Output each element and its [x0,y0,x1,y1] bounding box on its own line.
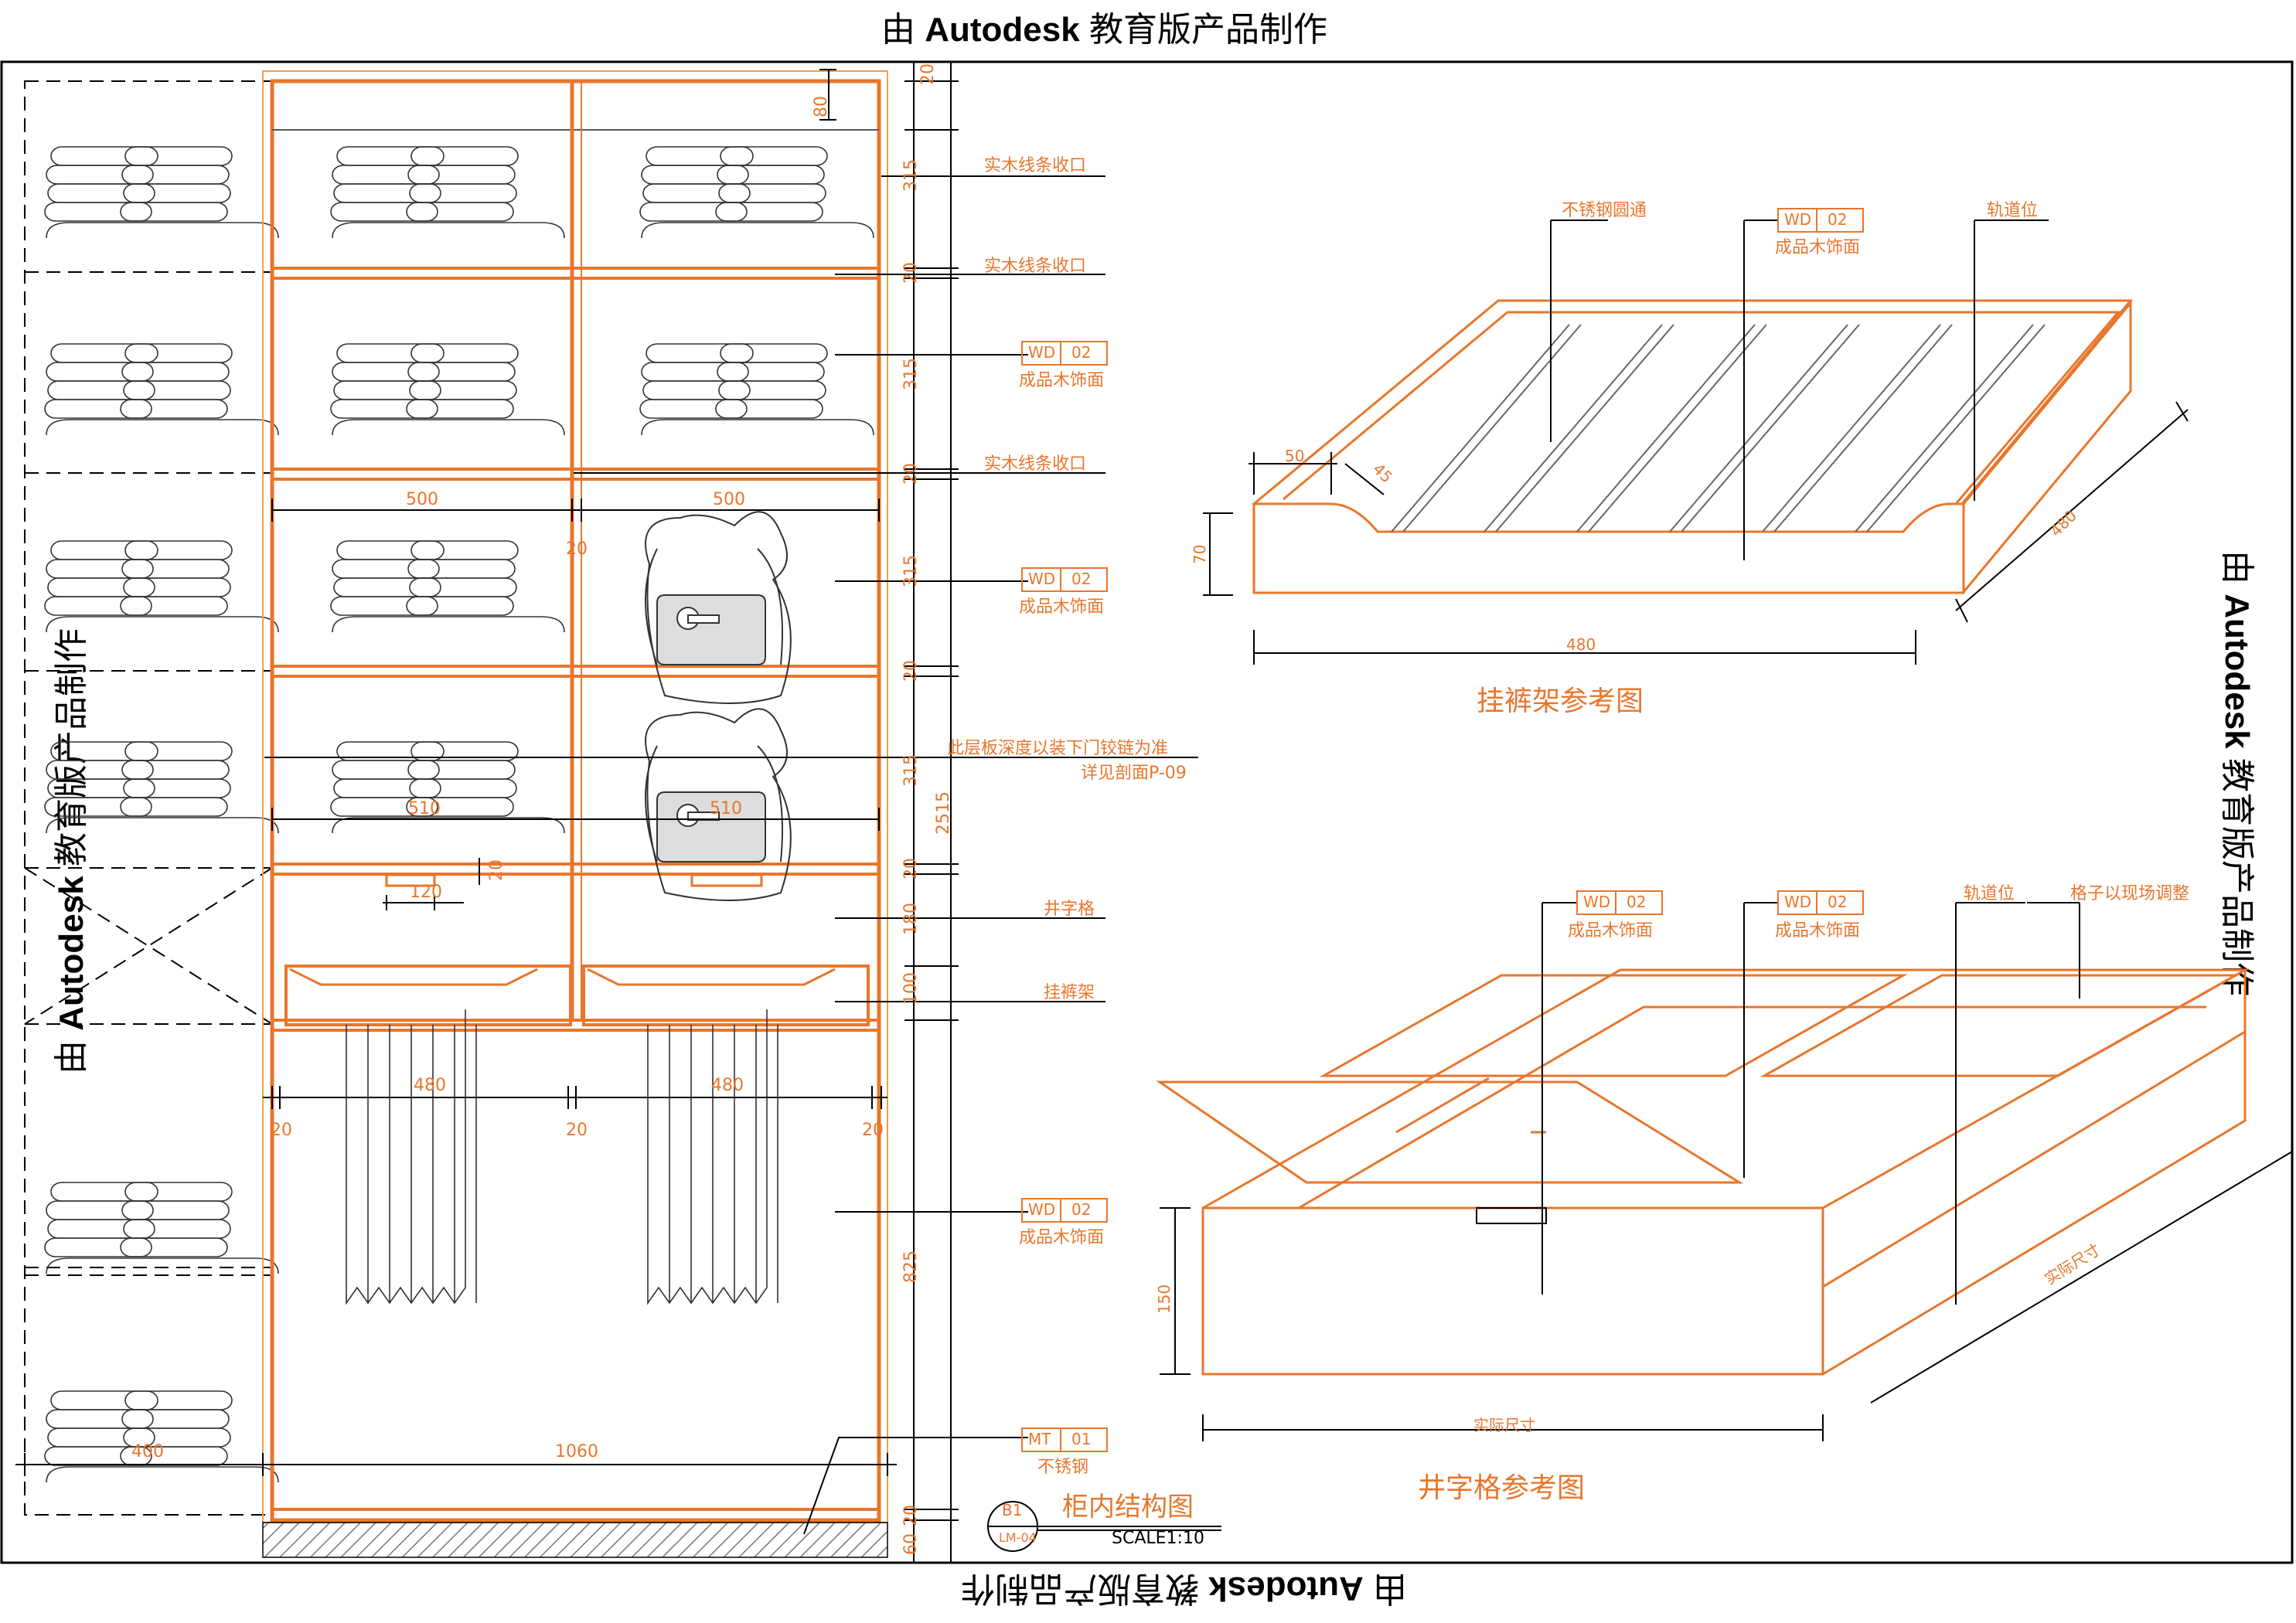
grid-tray-drawing [1156,968,2250,1376]
grid-tray-dims [1160,890,2293,1441]
towel-stack [45,147,278,238]
towel-stack [45,742,278,833]
towel-stack [45,1182,278,1274]
towel-stack [45,1391,278,1482]
pants-rack-dims [1203,208,2189,665]
backpack-icon [645,708,792,901]
towel-stack [45,344,278,435]
sheet-border [0,60,2294,1564]
towel-stack [45,541,278,632]
watermark-top: 由 Autodesk 教育版产品制作 [881,11,1327,49]
backpack-icon [645,511,792,704]
pants-rack-drawing [1252,299,2134,594]
cabinet-elevation [15,62,1221,1563]
